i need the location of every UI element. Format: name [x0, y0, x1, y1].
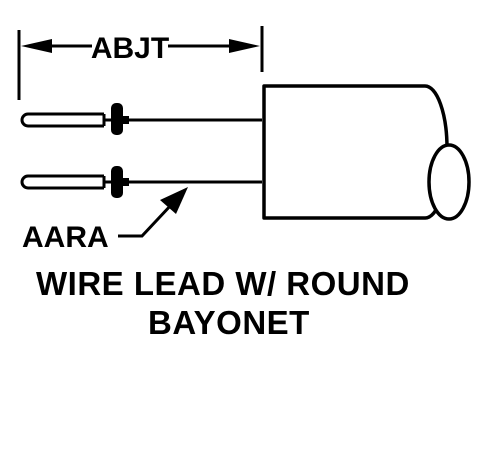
- lower-wire-lead: [20, 166, 262, 198]
- dimension-label: ABJT: [91, 32, 169, 65]
- lead-label: AARA: [22, 221, 109, 254]
- diagram-title-line-2: BAYONET: [148, 304, 310, 341]
- leader-arrow-icon: [160, 187, 188, 214]
- dimension-arrow-left-icon: [21, 39, 52, 53]
- connector-body: [262, 84, 471, 221]
- upper-bayonet-pin: [20, 112, 104, 128]
- upper-pin-ring: [111, 103, 123, 135]
- dimension-line: [21, 39, 260, 53]
- lead-label-leader: [118, 187, 188, 238]
- lower-pin-ring: [111, 166, 123, 198]
- dimension-arrow-right-icon: [229, 39, 260, 53]
- lower-bayonet-pin: [20, 174, 104, 190]
- upper-wire-lead: [20, 103, 262, 135]
- diagram-title-line-1: WIRE LEAD W/ ROUND: [36, 265, 410, 302]
- connector-end-face: [427, 143, 471, 221]
